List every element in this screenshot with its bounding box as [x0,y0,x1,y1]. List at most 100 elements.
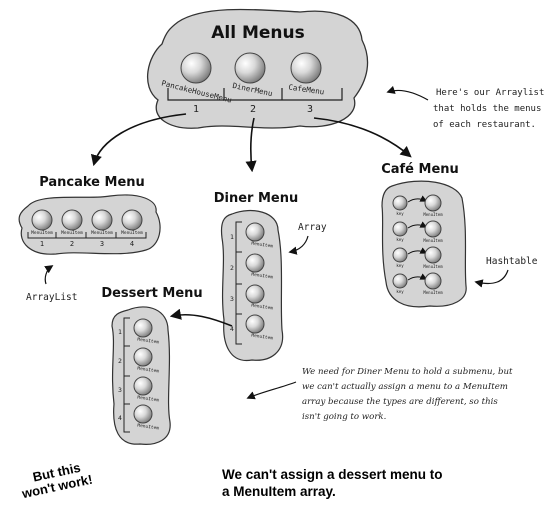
menu-ball-1 [180,52,212,84]
menu-ball-3 [290,52,322,84]
cafe-key-label: key [396,211,404,216]
cafe-link-arrow [407,273,428,281]
cafe-note: Hashtable [486,256,538,267]
arraylist-note-arrow [386,85,429,101]
cafe-row-1: key MenuItem [392,194,443,217]
arraylist-bracket [167,88,343,101]
pancake-item-label-3: MenuItem [91,230,113,236]
pancake-bracket [27,232,147,239]
cafe-row-3: key MenuItem [392,246,443,269]
cafe-key-ball [392,247,408,263]
menu-ball-2 [234,52,266,84]
pancake-ball-1 [31,209,53,231]
cafe-link-arrow [407,247,428,255]
diner-ball-4 [245,314,265,334]
dessert-ball-3 [133,376,153,396]
pancake-menu-group: Pancake Menu MenuItem MenuItem MenuItem … [18,175,161,303]
cafe-value-label: MenuItem [423,238,443,243]
diner-index-1: 1 [230,233,234,241]
diner-menu-title: Diner Menu [214,191,299,206]
pancake-index-2: 2 [70,240,74,248]
arrow-to-cafe [313,117,412,158]
arrow-to-dessert [169,308,233,327]
pancake-item-label-2: MenuItem [61,230,83,236]
submenu-note-line3: array because the types are different, s… [302,397,498,407]
submenu-note-line2: we can't actually assign a menu to a Men… [302,382,508,392]
menu-index-2: 2 [250,104,256,115]
dessert-blob [111,306,171,445]
arrow-to-pancake [90,113,187,167]
cafe-link-arrow [407,195,428,203]
arraylist-note-line1: Here's our Arraylist [436,88,544,98]
diner-note: Array [298,222,327,233]
diner-index-2: 2 [230,264,234,272]
cafe-value-ball [424,194,442,212]
pancake-item-label-4: MenuItem [121,230,143,236]
pancake-index-4: 4 [130,240,134,248]
dessert-menu-title: Dessert Menu [101,286,202,301]
pancake-menu-title: Pancake Menu [39,175,145,190]
diner-ball-1 [245,222,265,242]
diner-item-label-2: MenuItem [251,272,274,281]
dessert-index-1: 1 [118,328,122,336]
all-menus-title: All Menus [211,23,305,43]
diner-ball-2 [245,253,265,273]
arraylist-note-line3: of each restaurant. [433,120,536,130]
cafe-key-label: key [396,237,404,242]
diner-item-label-4: MenuItem [251,333,274,342]
cafe-menu-title: Café Menu [381,162,459,177]
submenu-note: We need for Diner Menu to hold a submenu… [246,367,513,422]
diner-item-label-3: MenuItem [251,303,274,312]
cafe-key-label: key [396,289,404,294]
cafe-value-ball [424,220,442,238]
cafe-key-ball [392,195,408,211]
arraylist-note-line2: that holds the menus [433,104,541,114]
cafe-value-label: MenuItem [423,290,443,295]
cafe-value-label: MenuItem [423,212,443,217]
pancake-ball-4 [121,209,143,231]
dessert-index-3: 3 [118,386,122,394]
pancake-note: ArrayList [26,292,77,303]
diner-index-3: 3 [230,295,234,303]
cafe-key-ball [392,273,408,289]
dessert-index-2: 2 [118,357,122,365]
dessert-ball-1 [133,318,153,338]
pancake-item-label-1: MenuItem [31,230,53,236]
submenu-note-arrow [246,381,297,400]
cafe-note-arrow [474,269,509,288]
submenu-note-line1: We need for Diner Menu to hold a submenu… [302,367,513,377]
cannot-assign-statement: We can't assign a dessert menu to a Menu… [222,466,542,500]
cafe-key-ball [392,221,408,237]
diner-item-label-1: MenuItem [251,241,274,250]
dessert-item-label-2: MenuItem [137,366,160,375]
diner-bracket [235,221,242,345]
cannot-assign-line1: We can't assign a dessert menu to [222,467,443,482]
dessert-item-label-3: MenuItem [137,395,160,404]
pancake-index-1: 1 [40,240,44,248]
arraylist-note: Here's our Arraylist that holds the menu… [386,85,544,130]
diner-note-arrow [288,235,309,255]
pancake-blob [18,194,161,255]
dessert-item-label-4: MenuItem [137,423,160,432]
pancake-index-3: 3 [100,240,104,248]
dessert-ball-4 [133,404,153,424]
dessert-ball-2 [133,347,153,367]
cafe-row-2: key MenuItem [392,220,443,243]
dessert-index-4: 4 [118,414,122,422]
cafe-row-4: key MenuItem [392,272,443,295]
cafe-key-label: key [396,263,404,268]
diner-index-4: 4 [230,325,234,333]
cafe-value-label: MenuItem [423,264,443,269]
dessert-item-label-1: MenuItem [137,337,160,346]
all-menus-group: All Menus PancakeHouseMenu DinerMenu Caf… [147,8,369,129]
dessert-bracket [123,317,130,433]
cafe-link-arrow [407,221,428,229]
cafe-value-ball [424,246,442,264]
arrow-to-diner [245,117,257,173]
cafe-value-ball [424,272,442,290]
cannot-assign-line2: a MenuItem array. [222,484,336,499]
pancake-note-arrow [44,265,54,285]
diner-menu-group: Diner Menu 1 2 3 4 MenuItem MenuItem Men… [214,191,327,362]
dessert-menu-group: Dessert Menu 1 2 3 4 MenuItem MenuItem M… [101,286,203,445]
